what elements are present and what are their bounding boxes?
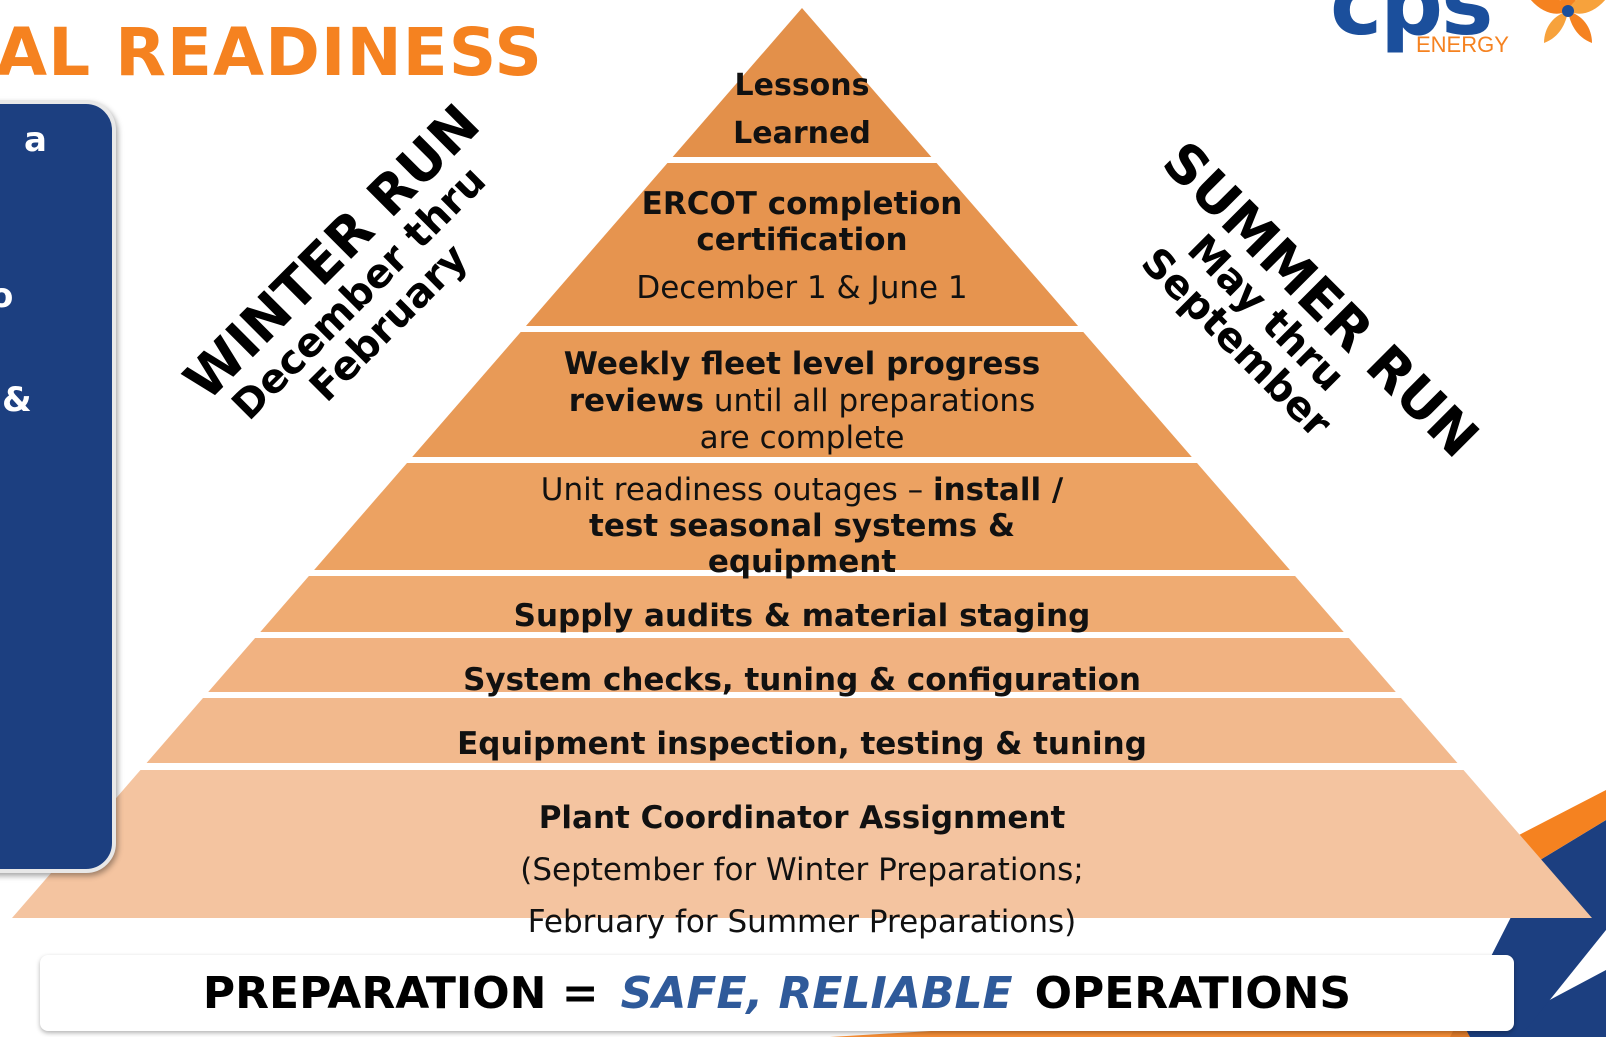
pyramid-tiers: [12, 8, 1592, 918]
tier-supply-audits: Supply audits & material staging: [513, 598, 1091, 634]
tier-unit-readiness-band: [314, 463, 1290, 570]
tier-text-bold: reviews: [568, 383, 705, 419]
slide-title: AL READINESS: [0, 14, 543, 91]
tier-text-line: are complete: [699, 420, 905, 456]
tier-weekly-band: [412, 332, 1192, 457]
tier-text-line: Plant Coordinator Assignment: [538, 800, 1066, 836]
logo-subtext: ENERGY: [1416, 32, 1509, 57]
tier-text-line: certification: [696, 222, 908, 258]
tier-system-checks: System checks, tuning & configuration: [463, 662, 1141, 698]
tier-text-plain: Unit readiness outages –: [540, 472, 933, 508]
logo-wordmark: cps: [1330, 0, 1494, 55]
side-panel-fragment: a: [24, 120, 47, 160]
preparation-banner: PREPARATION = SAFE, RELIABLE OPERATIONS: [40, 955, 1514, 1031]
tier-text-line: February for Summer Preparations): [527, 904, 1077, 940]
tier-equipment-band: [146, 698, 1458, 763]
tier-text-line: Lessons: [734, 68, 870, 103]
tier-text-line: ERCOT completion: [641, 186, 963, 222]
tier-equipment-inspection: Equipment inspection, testing & tuning: [457, 726, 1147, 762]
tier-text-line: equipment: [707, 544, 897, 580]
tier-lessons-learned: Lessons Learned: [733, 62, 871, 158]
banner-left-text: PREPARATION =: [202, 967, 599, 1019]
tier-ercot-certification: ERCOT completion certification December …: [636, 186, 967, 306]
tier-text-line: (September for Winter Preparations;: [520, 852, 1084, 888]
tier-weekly-reviews: Weekly fleet level progress reviews unti…: [564, 346, 1041, 457]
side-panel: a o &: [0, 100, 116, 873]
tier-plant-coordinator-band: [12, 770, 1592, 918]
tier-text-line: Learned: [733, 116, 871, 151]
tier-text-line: Weekly fleet level progress: [563, 346, 1041, 382]
tier-text-line: December 1 & June 1: [636, 270, 968, 306]
tier-system-checks-band: [208, 638, 1396, 692]
sun-icon: [1530, 0, 1606, 43]
side-panel-fragment: &: [2, 380, 32, 420]
side-panel-fragment: o: [0, 276, 14, 316]
tier-text-bold: install /: [932, 472, 1064, 508]
tier-ercot-band: [525, 163, 1079, 326]
tier-text-plain: until all preparations: [704, 383, 1036, 419]
tier-supply-band: [260, 576, 1344, 632]
tier-plant-coordinator: Plant Coordinator Assignment (September …: [520, 792, 1084, 948]
tier-text-line: test seasonal systems &: [589, 508, 1015, 544]
tier-unit-readiness: Unit readiness outages – install / test …: [541, 472, 1063, 580]
tier-lessons-band: [672, 8, 932, 157]
banner-accent-text: SAFE, RELIABLE: [620, 967, 1013, 1019]
cps-energy-logo: cps ENERGY: [1316, 0, 1606, 57]
banner-right-text: OPERATIONS: [1034, 967, 1352, 1019]
